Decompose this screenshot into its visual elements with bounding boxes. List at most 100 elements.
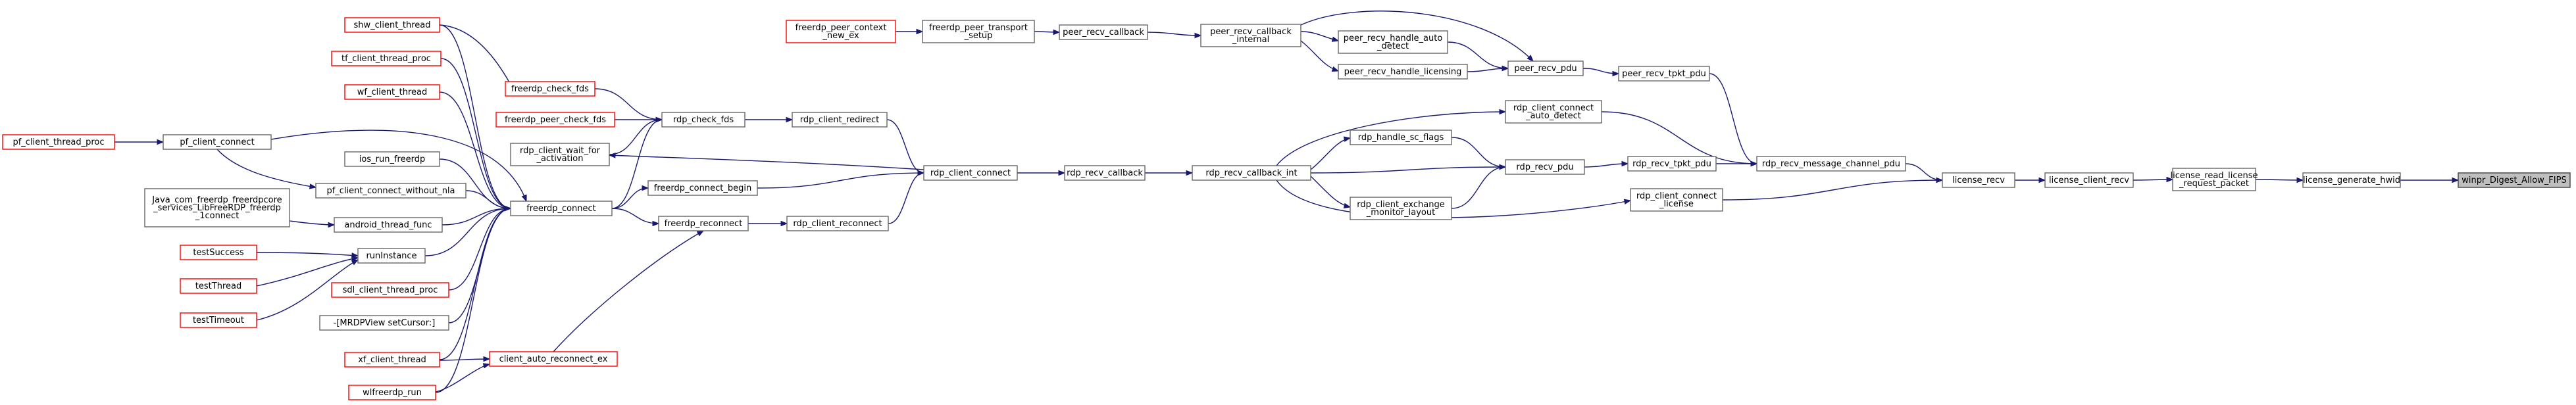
node-readreq[interactable]: license_read_license_request_packet	[2170, 168, 2258, 191]
node-shw[interactable]: shw_client_thread	[344, 17, 440, 33]
edge-cbint-to-connlic	[1276, 179, 1632, 218]
node-rdpconn[interactable]: rdp_client_connect	[923, 165, 1018, 181]
edge-android-to-fconn	[442, 205, 512, 226]
node-fcheck[interactable]: freerdp_check_fds	[505, 81, 595, 97]
node-java[interactable]: Java_com_freerdp_freerdpcore_services_Li…	[144, 188, 290, 227]
node-box	[144, 188, 290, 227]
node-label: freerdp_check_fds	[511, 84, 589, 94]
node-box	[2458, 172, 2571, 188]
node-box	[1350, 130, 1452, 145]
node-label: rdp_client_connect	[930, 168, 1011, 178]
node-box	[344, 84, 440, 100]
node-checkfds[interactable]: rdp_check_fds	[661, 112, 745, 128]
edge-pfconn-to-fconn	[270, 130, 527, 202]
node-fptrans[interactable]: freerdp_peer_transport_setup	[922, 20, 1035, 43]
node-waitact[interactable]: rdp_client_wait_for_activation	[510, 143, 610, 166]
node-xf[interactable]: xf_client_thread	[344, 352, 440, 368]
node-msgpdu[interactable]: rdp_recv_message_channel_pdu	[1756, 156, 1906, 172]
node-autore[interactable]: client_auto_reconnect_ex	[489, 351, 618, 367]
node-fpctx[interactable]: freerdp_peer_context_new_ex	[786, 20, 896, 43]
node-label: _setup	[964, 31, 993, 41]
edge-shw-to-fcheck	[439, 24, 514, 91]
node-recvpdu[interactable]: rdp_recv_pdu	[1505, 159, 1585, 175]
node-box	[180, 312, 257, 328]
node-box	[357, 248, 426, 264]
node-label: peer_recv_tpkt_pdu	[1622, 69, 1706, 79]
node-wf[interactable]: wf_client_thread	[344, 84, 440, 100]
edge-readreq-to-genhwid	[2255, 177, 2304, 183]
edge-genhwid-to-fips	[2400, 177, 2460, 183]
edge-pcbint-to-peerpdu	[1300, 11, 1534, 62]
node-cbint[interactable]: rdp_recv_callback_int	[1192, 165, 1311, 181]
node-label: rdp_recv_tpkt_pdu	[1632, 159, 1711, 169]
node-genhwid[interactable]: license_generate_hwid	[2302, 172, 2401, 188]
edge-fconn-to-checkfds	[611, 116, 663, 209]
node-label: pf_client_connect	[180, 137, 254, 147]
node-box	[495, 112, 615, 128]
node-box	[786, 20, 896, 43]
edge-reconn-to-rdpconn	[888, 170, 925, 224]
node-label: _internal	[1232, 35, 1269, 45]
node-box	[1505, 159, 1585, 175]
node-box	[792, 112, 888, 128]
node-hlic[interactable]: peer_recv_handle_licensing	[1338, 64, 1468, 80]
node-pcb[interactable]: peer_recv_callback	[1059, 24, 1148, 40]
node-label: testTimeout	[193, 316, 244, 325]
node-mrdp[interactable]: -[MRDPView setCursor:]	[319, 315, 449, 331]
edge-java-to-android	[289, 220, 336, 228]
node-tpkt[interactable]: peer_recv_tpkt_pdu	[1618, 66, 1710, 82]
edge-tsucc-to-runinst	[256, 252, 359, 258]
node-fconn[interactable]: freerdp_connect	[510, 201, 613, 216]
node-label: rdp_handle_sc_flags	[1358, 133, 1444, 143]
node-tthread[interactable]: testThread	[180, 278, 257, 294]
edge-hlic-to-peerpdu	[1467, 65, 1509, 72]
node-rcb[interactable]: rdp_recv_callback	[1064, 165, 1146, 181]
node-peerpdu[interactable]: peer_recv_pdu	[1507, 60, 1584, 76]
node-fpcheck[interactable]: freerdp_peer_check_fds	[495, 112, 615, 128]
node-freconn[interactable]: freerdp_reconnect	[658, 216, 749, 231]
node-android[interactable]: android_thread_func	[334, 217, 443, 233]
node-box	[1505, 100, 1602, 124]
node-label: rdp_recv_callback	[1067, 168, 1143, 178]
edge-licrecv-to-clientrecv	[2014, 177, 2046, 183]
node-tsucc[interactable]: testSuccess	[180, 245, 257, 260]
node-fips[interactable]: winpr_Digest_Allow_FIPS	[2458, 172, 2571, 188]
node-box	[180, 278, 257, 294]
node-sdl[interactable]: sdl_client_thread_proc	[331, 282, 449, 298]
node-reconn[interactable]: rdp_client_reconnect	[786, 216, 889, 231]
node-ttime[interactable]: testTimeout	[180, 312, 257, 328]
node-autodet[interactable]: rdp_client_connect_auto_detect	[1505, 100, 1602, 124]
node-wlf[interactable]: wlfreerdp_run	[348, 385, 436, 400]
node-pfconn[interactable]: pf_client_connect	[163, 134, 272, 150]
edge-tpkt-to-msgpdu	[1709, 73, 1758, 167]
node-clientrecv[interactable]: license_client_recv	[2044, 172, 2134, 188]
node-box	[1942, 172, 2015, 188]
node-begin[interactable]: freerdp_connect_begin	[647, 180, 758, 196]
node-label: wf_client_thread	[357, 87, 428, 97]
node-label: peer_recv_callback	[1210, 27, 1292, 37]
node-label: rdp_check_fds	[673, 115, 734, 125]
edge-pcbint-to-hlic	[1300, 40, 1340, 72]
node-exch[interactable]: rdp_client_exchange_monitor_layout	[1350, 197, 1452, 220]
node-box	[1350, 197, 1452, 220]
node-box	[1338, 64, 1468, 80]
node-rtpkt[interactable]: rdp_recv_tpkt_pdu	[1627, 156, 1717, 172]
edge-fconn-to-begin	[611, 185, 649, 209]
node-box	[510, 201, 613, 216]
node-ios[interactable]: ios_run_freerdp	[344, 151, 440, 167]
node-connlic[interactable]: rdp_client_connect_license	[1630, 188, 1723, 212]
node-redir[interactable]: rdp_client_redirect	[792, 112, 888, 128]
node-hauto[interactable]: peer_recv_handle_auto_detect	[1338, 30, 1448, 54]
node-tf[interactable]: tf_client_thread_proc	[331, 51, 442, 66]
node-label: peer_recv_handle_licensing	[1344, 67, 1462, 77]
node-scflags[interactable]: rdp_handle_sc_flags	[1350, 130, 1452, 145]
edge-checkfds-to-redir	[745, 116, 794, 123]
node-label: license_generate_hwid	[2303, 176, 2400, 185]
edge-pcb-to-pcbint	[1147, 32, 1202, 39]
node-pcbint[interactable]: peer_recv_callback_internal	[1200, 24, 1301, 47]
edge-wlf-to-autore	[435, 363, 491, 393]
node-licrecv[interactable]: license_recv	[1942, 172, 2015, 188]
node-pfthread[interactable]: pf_client_thread_proc	[2, 134, 115, 150]
node-withoutnla[interactable]: pf_client_connect_without_nla	[315, 183, 467, 199]
node-runinst[interactable]: runInstance	[357, 248, 426, 264]
